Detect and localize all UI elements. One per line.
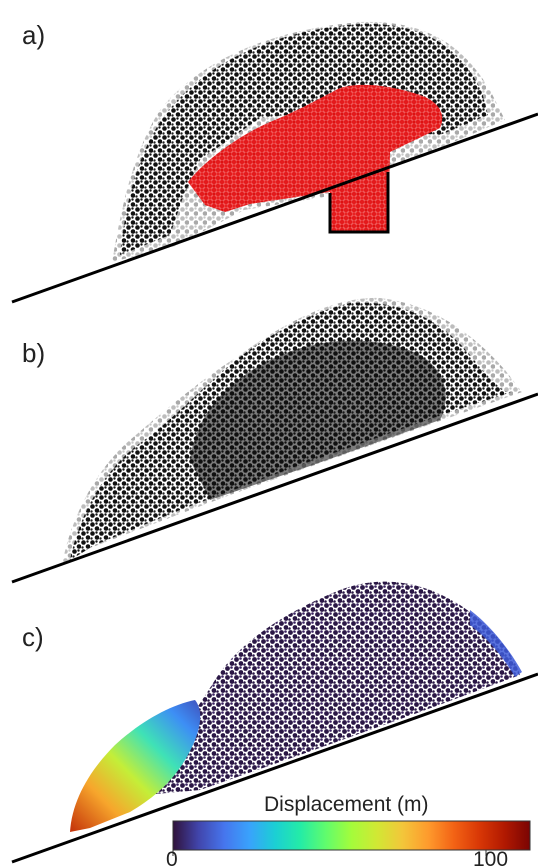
panel-b: b) bbox=[11, 297, 538, 584]
panel-a-red-particles bbox=[188, 84, 443, 232]
panel-a-black-particles bbox=[120, 23, 488, 255]
colorbar-min-label: 0 bbox=[166, 848, 178, 866]
panel-c-dark-particles bbox=[145, 581, 520, 795]
panel-a: a) bbox=[11, 20, 538, 304]
panel-c-slope-line bbox=[11, 672, 538, 864]
colorbar-gradient bbox=[172, 820, 531, 851]
panel-a-conduit-outline bbox=[328, 172, 390, 234]
colorbar-max-label: 100 bbox=[473, 848, 508, 866]
panel-c: c) bbox=[11, 581, 538, 864]
panel-c-rainbow-toe bbox=[70, 700, 201, 832]
panel-a-label: a) bbox=[22, 20, 45, 50]
colorbar: Displacement (m) 0 100 bbox=[166, 793, 531, 866]
panel-c-blue-edge bbox=[470, 610, 522, 677]
panel-b-label: b) bbox=[22, 338, 45, 368]
colorbar-title: Displacement (m) bbox=[264, 793, 429, 816]
panel-a-slope-line bbox=[11, 112, 538, 304]
panel-b-slope-line bbox=[11, 392, 538, 584]
panel-c-label: c) bbox=[22, 622, 44, 652]
panel-b-dense-core bbox=[190, 340, 446, 500]
